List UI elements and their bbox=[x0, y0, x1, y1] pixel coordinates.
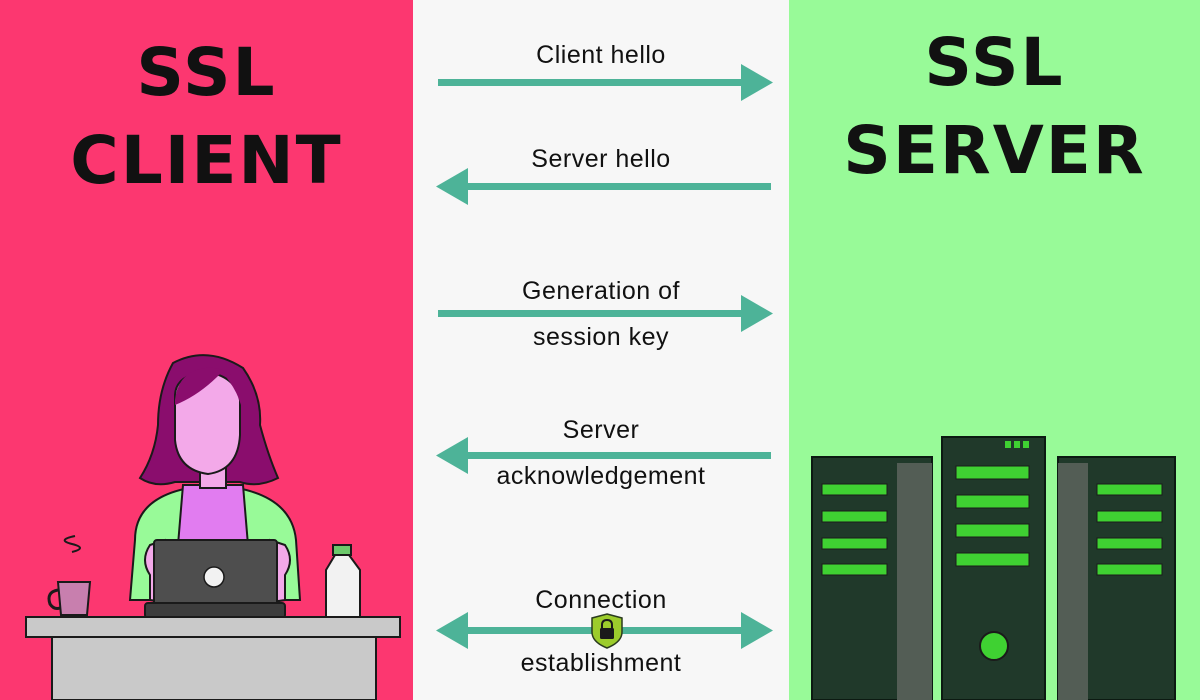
server-title-line2: SERVER bbox=[843, 112, 1146, 189]
step-server-ack-label-line2: acknowledgement bbox=[496, 462, 706, 490]
message-flow-panel bbox=[413, 0, 789, 700]
arrow-server-hello bbox=[436, 168, 771, 205]
bottle-icon bbox=[325, 544, 361, 619]
step-client-hello-label: Client hello bbox=[536, 41, 666, 69]
lock-icon bbox=[591, 613, 623, 649]
client-title-line1: SSL bbox=[136, 34, 277, 111]
server-title-line1: SSL bbox=[924, 24, 1065, 101]
step-connection-label-line1: Connection bbox=[535, 586, 667, 614]
client-title-line2: CLIENT bbox=[70, 122, 343, 199]
arrow-server-acknowledgement bbox=[436, 437, 771, 474]
server-rack-icon bbox=[811, 436, 1176, 700]
desk bbox=[25, 616, 401, 700]
step-session-key-label-line2: session key bbox=[532, 323, 670, 351]
laptop-icon bbox=[144, 539, 286, 621]
step-server-hello-label: Server hello bbox=[531, 145, 671, 173]
step-connection-label-line2: establishment bbox=[520, 649, 682, 677]
arrow-client-hello bbox=[438, 64, 773, 101]
coffee-cup-icon bbox=[47, 535, 92, 616]
step-session-key-label-line1: Generation of bbox=[522, 277, 680, 305]
arrow-session-key bbox=[438, 295, 773, 332]
step-server-ack-label-line1: Server bbox=[562, 416, 640, 444]
